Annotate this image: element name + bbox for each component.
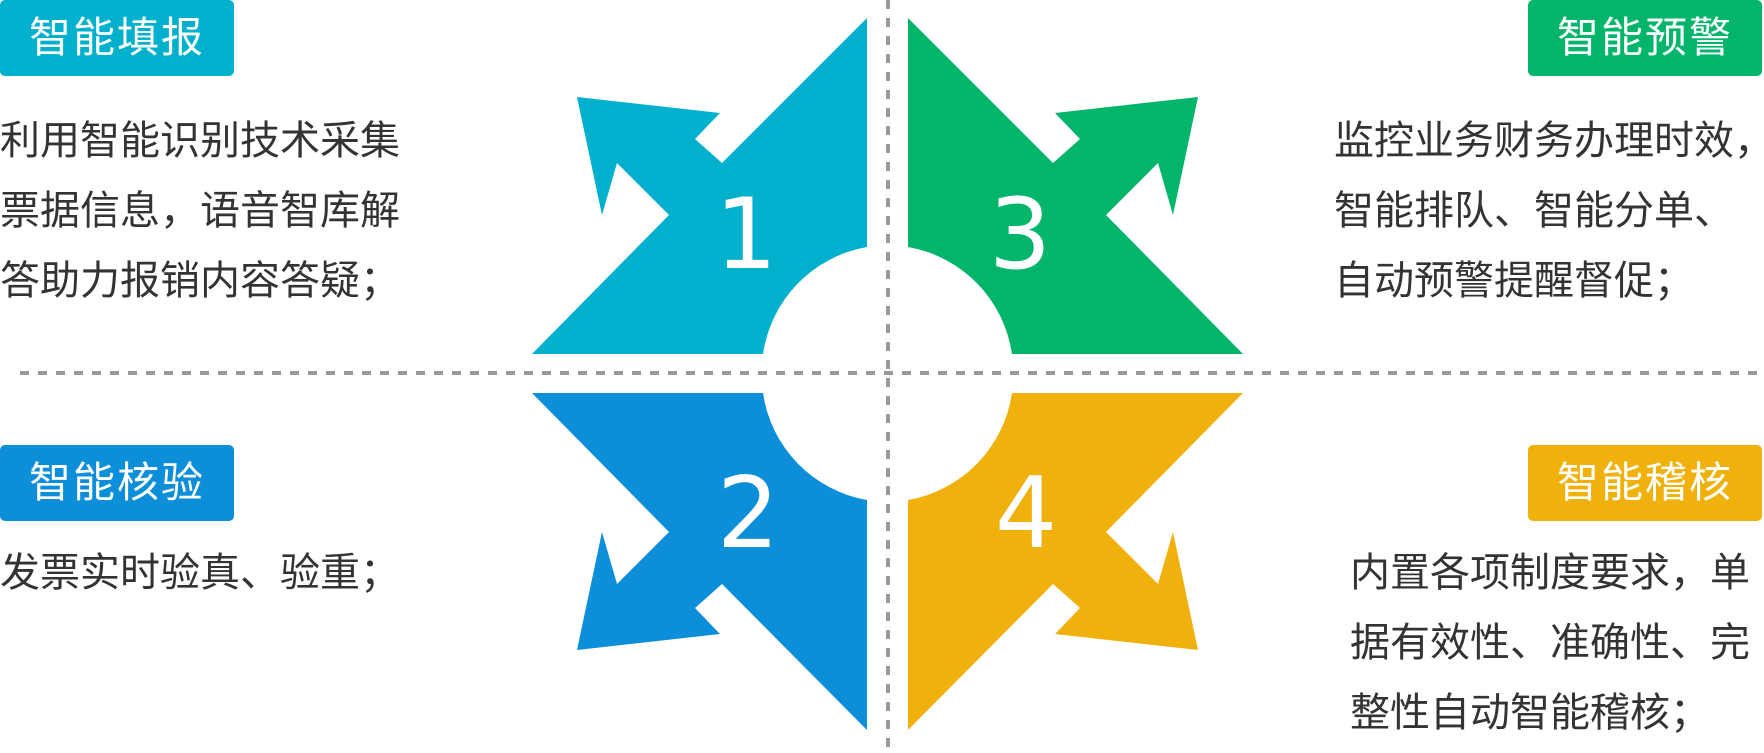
quadrant-1-description: 利用智能识别技术采集 票据信息，语音智库解 答助力报销内容答疑； [0,106,400,316]
quadrant-4-description: 内置各项制度要求，单 据有效性、准确性、完 整性自动智能稽核； [1350,538,1750,748]
quadrant-3-line-2: 智能排队、智能分单、 [1334,188,1734,234]
quadrant-3-arrow-shape [908,18,1243,354]
quadrant-2-title-tag: 智能核验 [0,445,234,521]
quadrant-2-description: 发票实时验真、验重； [0,538,400,608]
quadrant-1-title-tag: 智能填报 [0,0,234,76]
quadrant-4-line-1: 内置各项制度要求，单 [1350,550,1750,596]
quadrant-4-line-2: 据有效性、准确性、完 [1350,620,1750,666]
quadrant-2-arrow-shape [532,393,867,730]
quadrant-3-line-3: 自动预警提醒督促； [1334,258,1694,304]
quadrant-3-number: 3 [989,178,1051,292]
quadrant-4-line-3: 整性自动智能稽核； [1350,690,1710,736]
quadrant-4-title-tag: 智能稽核 [1528,445,1762,521]
quadrant-2-number: 2 [717,457,779,571]
quadrant-1-line-3: 答助力报销内容答疑； [0,258,400,304]
quadrant-1-arrow-shape [532,18,867,354]
quadrant-2-line-1: 发票实时验真、验重； [0,550,400,596]
quadrant-3-description: 监控业务财务办理时效， 智能排队、智能分单、 自动预警提醒督促； [1334,106,1764,316]
quadrant-3-title-tag: 智能预警 [1528,0,1762,76]
quadrant-4-arrow-shape [908,393,1243,730]
quadrant-4-number: 4 [995,457,1057,571]
quadrant-1-line-2: 票据信息，语音智库解 [0,188,400,234]
quadrant-3-line-1: 监控业务财务办理时效， [1334,118,1764,164]
quadrant-1-number: 1 [715,178,777,292]
quadrant-1-line-1: 利用智能识别技术采集 [0,118,400,164]
